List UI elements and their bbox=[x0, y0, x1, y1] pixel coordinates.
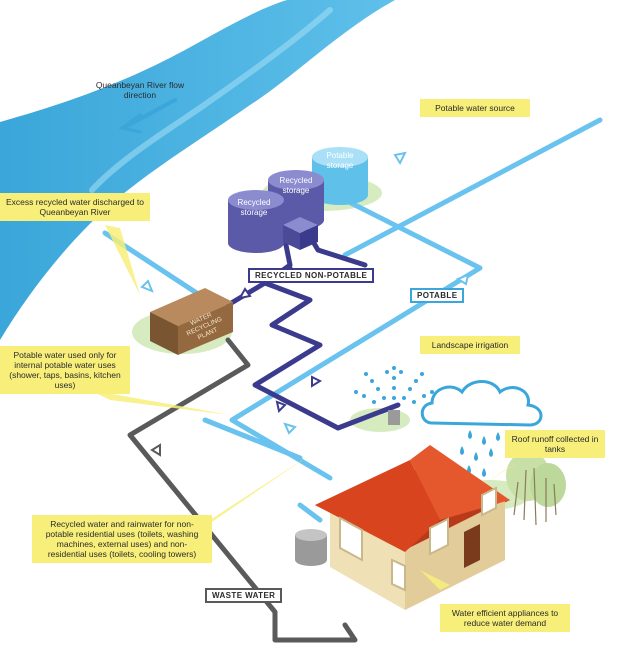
pipe-arrows bbox=[140, 151, 470, 457]
recycled-rainwater-callout: Recycled water and rainwater for non-pot… bbox=[32, 515, 212, 563]
recycled-non-potable-tag: RECYCLED NON-POTABLE bbox=[248, 268, 375, 283]
trees bbox=[506, 451, 566, 526]
rain-cloud bbox=[420, 380, 543, 427]
pump-box bbox=[283, 217, 318, 250]
recycled-left-tank-label-1: Recycled bbox=[238, 198, 271, 207]
potable-tag: POTABLE bbox=[410, 288, 465, 303]
waste-pipes bbox=[127, 337, 358, 643]
potable-source-callout: Potable water source bbox=[420, 99, 530, 117]
recycled-storage-tank-left bbox=[228, 190, 284, 253]
recycled-left-tank-label-2: storage bbox=[241, 208, 268, 217]
landscape-irrigation-callout: Landscape irrigation bbox=[420, 336, 520, 354]
water-recycling-plant: WATER RECYCLING PLANT bbox=[150, 288, 233, 355]
river-flow-arrow bbox=[118, 98, 177, 134]
rain-drops bbox=[460, 430, 500, 477]
roof-runoff-callout: Roof runoff collected in tanks bbox=[505, 430, 605, 458]
recycled-pipes bbox=[225, 225, 401, 431]
callout-connectors bbox=[90, 225, 520, 590]
sprinkler bbox=[354, 366, 434, 425]
river-label: Queanbeyan River flow direction bbox=[95, 80, 185, 100]
potable-only-callout: Potable water used only for internal pot… bbox=[0, 346, 130, 394]
river-highlight bbox=[89, 7, 333, 193]
recycled-top-tank-label-2: storage bbox=[283, 186, 310, 195]
potable-tank-label-1: Potable bbox=[326, 151, 354, 160]
queanbeyan-river bbox=[0, 0, 395, 340]
recycled-top-tank-label-1: Recycled bbox=[280, 176, 313, 185]
potable-tank-label-2: storage bbox=[327, 161, 354, 170]
house bbox=[315, 445, 510, 610]
waste-water-tag: WASTE WATER bbox=[205, 588, 283, 603]
efficient-appliances-callout: Water efficient appliances to reduce wat… bbox=[440, 604, 570, 632]
rainwater-tank bbox=[295, 529, 327, 566]
potable-storage-tank bbox=[312, 147, 368, 205]
excess-water-callout: Excess recycled water discharged to Quea… bbox=[0, 193, 150, 221]
